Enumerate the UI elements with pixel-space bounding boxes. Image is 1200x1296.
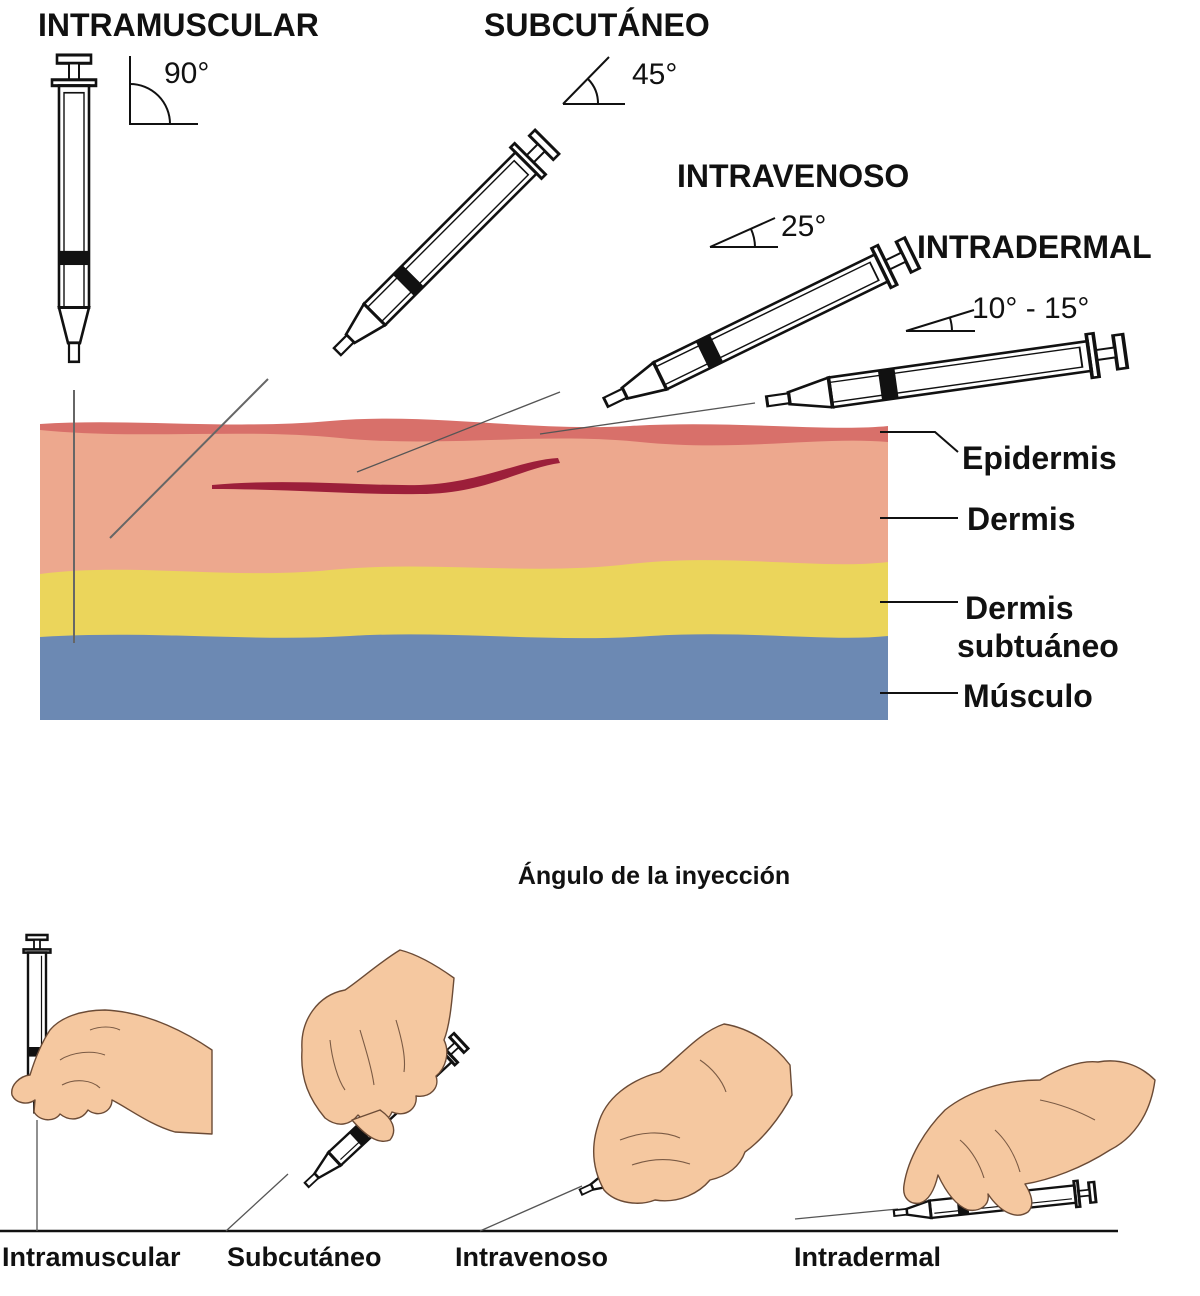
epidermis-label: Epidermis (962, 440, 1117, 476)
angle-90-label: 90° (164, 57, 209, 90)
intramuscular-label: INTRAMUSCULAR (38, 7, 319, 43)
muscle-label: Músculo (963, 678, 1093, 714)
intravenoso-needle (356, 391, 561, 473)
angle-symbol-90 (129, 56, 198, 125)
caption-intradermal: Intradermal (794, 1242, 941, 1272)
subcutaneo-needle (109, 378, 269, 539)
subcutaneous-label-line2: subtuáneo (957, 628, 1119, 664)
intramuscular-syringe (50, 53, 98, 364)
vein (212, 458, 560, 495)
intravenoso-label: INTRAVENOSO (677, 158, 909, 194)
angle-symbol-25 (709, 217, 778, 248)
subcutaneous-label-line1: Dermis (965, 590, 1074, 626)
subcutaneous-layer (40, 558, 888, 639)
intradermal-hand-illustration (794, 1060, 1156, 1228)
epidermis-leader (880, 431, 959, 453)
epidermis-layer (40, 418, 888, 446)
bottom-title: Ángulo de la inyección (518, 861, 790, 890)
angle-25-label: 25° (781, 210, 826, 243)
intradermal-label: INTRADERMAL (917, 229, 1152, 265)
caption-subcutaneo: Subcutáneo (227, 1242, 382, 1272)
caption-intramuscular: Intramuscular (2, 1242, 181, 1272)
needles (73, 378, 756, 643)
intradermal-syringe (762, 327, 1130, 425)
subcutaneo-syringe (320, 125, 564, 369)
intramuscular-hand-illustration (11, 933, 213, 1231)
intravenoso-hand-illustration (479, 1023, 793, 1232)
angle-10-15-label: 10° - 15° (972, 292, 1089, 325)
caption-intravenoso: Intravenoso (455, 1242, 608, 1272)
dermis-label: Dermis (967, 501, 1076, 537)
subcutaneo-label: SUBCUTÁNEO (484, 7, 710, 43)
angle-45-label: 45° (632, 58, 677, 91)
angle-symbol-10-15 (905, 309, 975, 332)
angle-symbol-45 (562, 56, 625, 105)
skin-cross-section (40, 418, 888, 720)
muscle-layer (40, 632, 888, 720)
dermis-layer (40, 428, 888, 574)
subcutaneo-hand-illustration (225, 949, 472, 1232)
intradermal-needle (539, 402, 756, 435)
